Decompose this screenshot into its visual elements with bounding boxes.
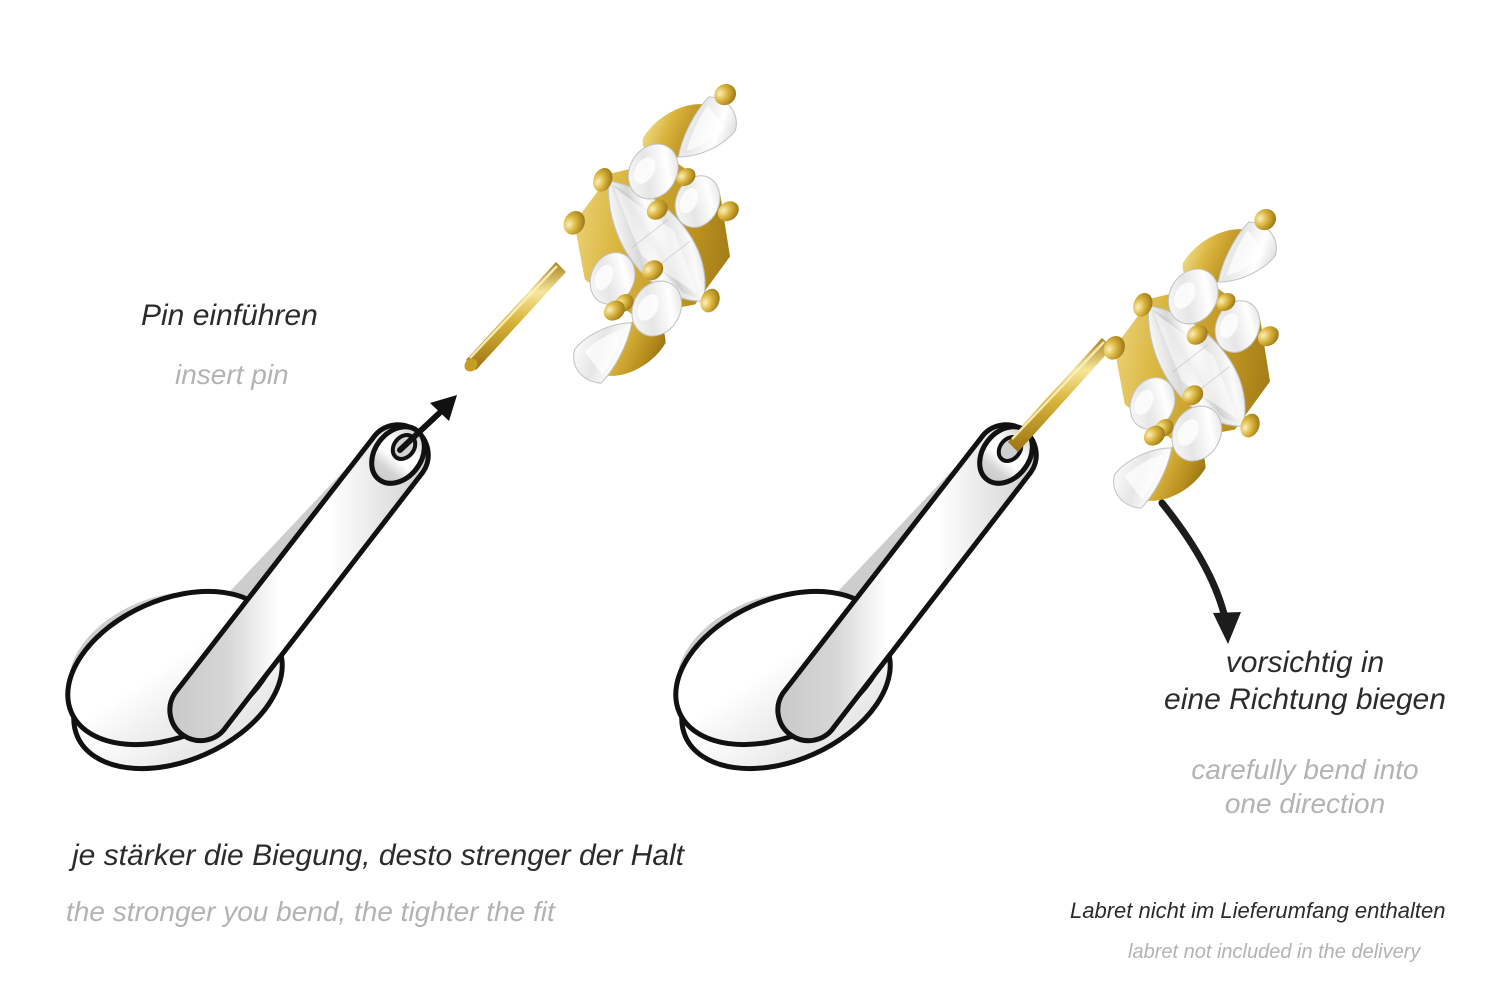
insert-pin-label-en: insert pin — [175, 359, 289, 390]
bend-label-en-line2: one direction — [1224, 788, 1386, 820]
disclaimer-de: Labret nicht im Lieferumfang enthalten — [1070, 898, 1446, 923]
fit-label-de: je stärker die Biegung, desto strenger d… — [72, 839, 684, 872]
figure-right-step-2 — [673, 194, 1378, 772]
insert-pin-label-de: Pin einführen — [141, 299, 318, 332]
fit-label-en: the stronger you bend, the tighter the f… — [66, 896, 555, 927]
bend-label-de-line2: eine Richtung biegen — [1164, 682, 1446, 716]
bend-label-de-line1: vorsichtig in — [1225, 646, 1385, 679]
figure-left-step-1 — [65, 69, 838, 772]
bend-arrow-icon — [1158, 499, 1241, 644]
jewelry-attachment-left — [485, 69, 838, 403]
labret-right — [673, 422, 1039, 772]
gold-pin-left — [464, 262, 566, 372]
labret-left — [65, 422, 431, 772]
disclaimer-en: labret not included in the delivery — [1128, 941, 1421, 963]
gold-pin-right-top — [1008, 338, 1112, 452]
bend-label-en-line1: carefully bend into — [1191, 754, 1419, 785]
insert-arrow-icon — [397, 395, 457, 453]
jewelry-attachment-right — [1025, 194, 1378, 528]
